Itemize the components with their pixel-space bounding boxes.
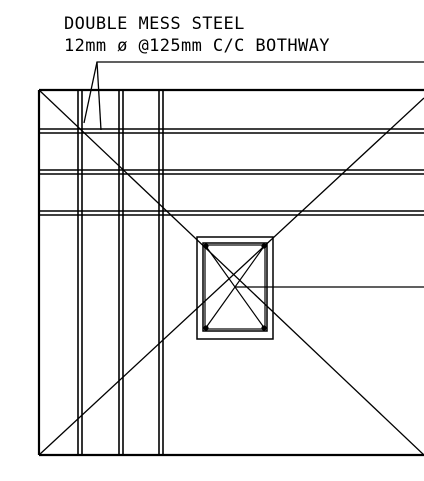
rebar-dot-top-right — [261, 243, 267, 249]
rebar-dot-top-left — [203, 243, 209, 249]
footing-diagonals — [38, 89, 424, 456]
rebar-dot-bottom-right — [261, 325, 267, 331]
rebar-dot-bottom-left — [203, 325, 209, 331]
annotation-line-1: DOUBLE MESS STEEL — [64, 14, 245, 34]
vertical-rebars — [77, 90, 164, 455]
horizontal-rebars — [39, 128, 424, 216]
footing-outline — [37, 88, 424, 457]
column-section — [196, 236, 274, 340]
annotation-leader — [83, 61, 424, 131]
annotation-line-2: 12mm ø @125mm C/C BOTHWAY — [64, 36, 330, 56]
